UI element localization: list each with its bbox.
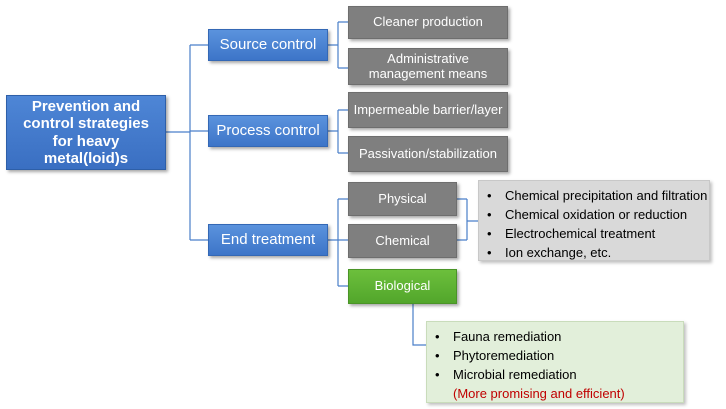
- source-control-label: Source control: [219, 36, 317, 54]
- list-item: •Phytoremediation: [435, 348, 555, 363]
- root-node: Prevention and control strategies for he…: [6, 95, 166, 170]
- end-treatment-node: End treatment: [208, 224, 328, 256]
- impermeable-barrier-node: Impermeable barrier/layer: [348, 92, 508, 128]
- chemical-node: Chemical: [348, 224, 457, 258]
- list-item: •Chemical oxidation or reduction: [487, 207, 688, 222]
- end-treatment-label: End treatment: [220, 231, 316, 249]
- physical-label: Physical: [378, 190, 427, 206]
- biological-methods-box: •Fauna remediation •Phytoremediation •Mi…: [426, 321, 684, 403]
- physchem-methods-box: •Chemical precipitation and filtration •…: [478, 180, 710, 261]
- root-label: Prevention and control strategies for he…: [23, 98, 149, 167]
- biological-label: Biological: [374, 278, 431, 294]
- process-control-node: Process control: [208, 115, 328, 147]
- list-item: •Ion exchange, etc.: [487, 245, 612, 260]
- chemical-label: Chemical: [375, 232, 430, 248]
- impermeable-barrier-label: Impermeable barrier/layer: [353, 101, 503, 117]
- physical-node: Physical: [348, 182, 457, 216]
- passivation-stabilization-node: Passivation/stabilization: [348, 136, 508, 172]
- list-item: •Electrochemical treatment: [487, 226, 656, 241]
- list-item: •Microbial remediation: [435, 367, 577, 382]
- process-control-label: Process control: [216, 122, 320, 140]
- cleaner-production-label: Cleaner production: [373, 14, 483, 30]
- cleaner-production-node: Cleaner production: [348, 6, 508, 39]
- biological-node: Biological: [348, 269, 457, 304]
- administrative-management-node: Administrative management means: [348, 48, 508, 85]
- list-item: •Chemical precipitation and filtration: [487, 188, 708, 203]
- promising-note: (More promising and efficient): [453, 386, 625, 401]
- list-item: •Fauna remediation: [435, 329, 562, 344]
- source-control-node: Source control: [208, 29, 328, 61]
- passivation-stabilization-label: Passivation/stabilization: [358, 145, 498, 161]
- administrative-management-label: Administrative management means: [368, 50, 488, 81]
